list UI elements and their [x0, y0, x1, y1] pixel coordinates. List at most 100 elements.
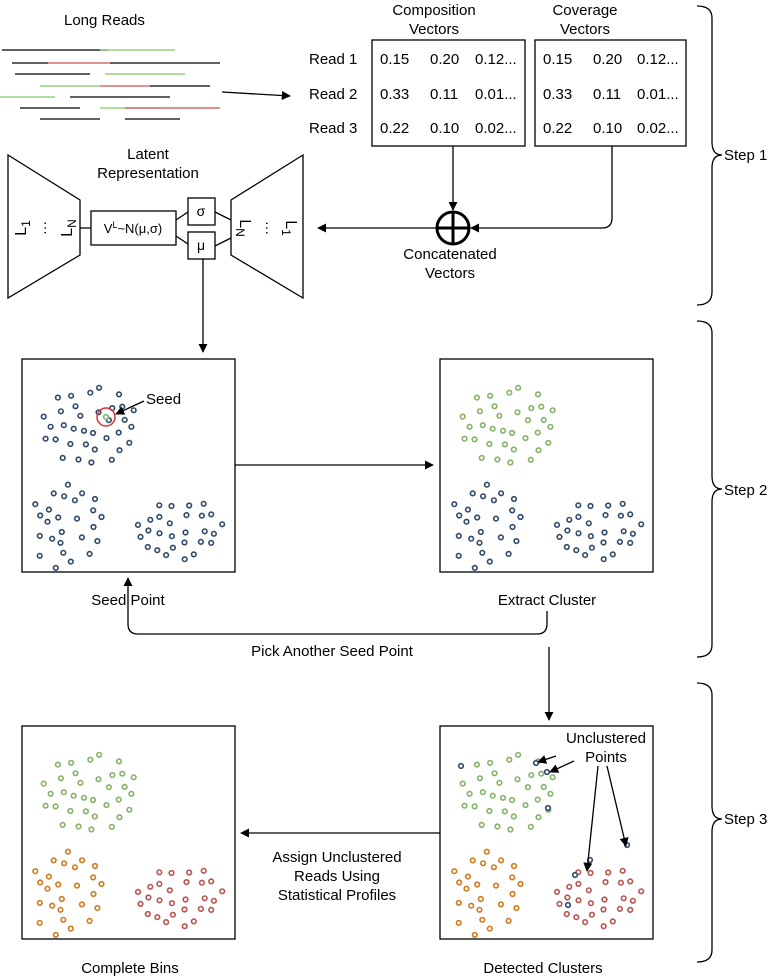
scatter-point [466, 790, 473, 797]
row-label-read-1: Read 1 [309, 51, 357, 68]
comp-cell: 0.15 [380, 51, 409, 68]
scatter-point [507, 826, 514, 833]
scatter-point [208, 878, 215, 885]
scatter-point [90, 890, 97, 898]
seed-label: Seed [146, 391, 181, 408]
scatter-point [49, 902, 56, 909]
scatter-point [471, 803, 478, 810]
scatter-point [163, 918, 170, 926]
extract-cluster-panel [439, 358, 654, 573]
scatter-point [126, 806, 133, 813]
coverage-to-concat-arrow [470, 146, 613, 233]
scatter-point [52, 564, 59, 572]
scatter-point [540, 416, 547, 424]
scatter-point [200, 500, 207, 507]
step-3-label: Step 3 [724, 811, 767, 828]
scatter-point [507, 459, 514, 466]
scatter-point [197, 538, 204, 546]
scatter-point [88, 826, 95, 833]
scatter-point [505, 550, 512, 558]
scatter-point [98, 513, 105, 521]
scatter-point [490, 864, 498, 871]
scatter-point [588, 911, 596, 918]
scatter-point [37, 879, 44, 886]
scatter-point [638, 521, 645, 528]
scatter-point [190, 918, 197, 925]
scatter-point [36, 919, 43, 926]
scatter-point [528, 771, 535, 779]
scatter-point [535, 814, 542, 821]
scatter-point [619, 867, 626, 874]
seed-point-panel [21, 358, 236, 573]
scatter-point [181, 539, 188, 546]
scatter-point [210, 530, 217, 537]
scatter-point [527, 823, 534, 830]
scatter-point [57, 775, 65, 782]
concatenated-vectors-label-2: Vectors [425, 265, 475, 282]
scatter-point [156, 502, 163, 509]
scatter-point [581, 918, 589, 926]
scatter-point [95, 751, 103, 758]
scatter-point [497, 534, 505, 541]
comp-cell: 0.20 [430, 51, 459, 68]
scatter-point [166, 887, 173, 894]
scatter-point [601, 529, 608, 536]
scatter-point [86, 550, 93, 558]
scatter-point [455, 532, 462, 540]
scatter-point [198, 879, 205, 886]
scatter-point [71, 497, 78, 504]
scatter-point [486, 558, 493, 565]
scatter-point [553, 888, 561, 896]
scatter-point [64, 481, 71, 488]
scatter-point [219, 888, 226, 895]
scatter-point [67, 558, 74, 565]
complete-bins-panel [21, 725, 236, 940]
scatter-point [486, 925, 493, 932]
scatter-point [464, 506, 472, 513]
scatter-point [480, 860, 487, 867]
scatter-point [95, 776, 102, 783]
coverage-table [534, 39, 687, 147]
scatter-point [55, 514, 62, 521]
scatter-point [534, 796, 541, 803]
scatter-point [491, 403, 498, 410]
scatter-point [496, 412, 503, 419]
scatter-point [156, 530, 163, 537]
scatter-point [524, 417, 532, 424]
scatter-point [471, 436, 478, 443]
scatter-point [524, 784, 532, 791]
scatter-point [522, 435, 529, 442]
scatter-point [468, 535, 475, 542]
scatter-point [564, 527, 571, 534]
scatter-point [116, 447, 123, 454]
scatter-point [617, 879, 625, 886]
scatter-point [581, 551, 589, 559]
scatter-point [60, 789, 67, 796]
row-label-read-3: Read 3 [309, 120, 357, 137]
scatter-point [638, 888, 645, 895]
scatter-point [553, 521, 561, 529]
decoder-dots: ··· [260, 221, 276, 235]
scatter-point [49, 535, 56, 542]
scatter-point [474, 514, 481, 521]
scatter-point [87, 389, 94, 396]
scatter-point [105, 784, 112, 791]
scatter-point [617, 512, 625, 519]
scatter-point [573, 914, 580, 921]
scatter-point [487, 392, 494, 399]
scatter-point [50, 857, 57, 864]
unclustered-point [543, 768, 551, 776]
scatter-point [575, 502, 582, 509]
scatter-point [47, 423, 54, 430]
long-reads-label: Long Reads [64, 12, 145, 29]
scatter-point [116, 814, 123, 821]
scatter-point [587, 900, 595, 907]
scatter-point [492, 882, 500, 889]
scatter-point [479, 549, 486, 556]
scatter-point [166, 520, 173, 527]
scatter-point [77, 412, 84, 419]
scatter-point [119, 770, 126, 777]
unclustered-point [532, 759, 540, 767]
coverage-vectors-title-1: Coverage [552, 2, 617, 19]
unclustered-arrow-4 [606, 765, 629, 847]
